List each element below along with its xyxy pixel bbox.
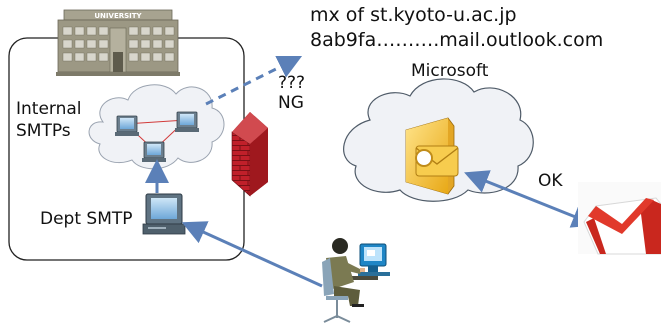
ok-label: OK [538,171,563,191]
internal-cloud [88,84,225,170]
gmail-icon [578,182,661,255]
internal-server-icon [115,115,139,136]
outlook-gmail-arrow [464,170,597,228]
internal-server-icon [142,141,166,162]
internal-server-icon [175,111,199,132]
internal-label-line2: SMTPs [16,121,71,141]
user-computer-icon [322,238,390,323]
outlook-icon [405,117,459,195]
university-sign: UNIVERSITY [94,12,142,20]
internal-label-line1: Internal [16,99,82,119]
firewall-icon [231,112,268,197]
dept-smtp-server-icon [142,193,186,235]
mx-line-2: 8ab9fa……….mail.outlook.com [310,29,604,51]
user-to-dept-arrow [181,221,323,288]
mx-line-1: mx of st.kyoto-u.ac.jp [310,4,517,26]
dept-smtp-label: Dept SMTP [40,209,133,229]
microsoft-label: Microsoft [411,61,489,81]
unknown-label: ??? [278,73,306,93]
ng-label: NG [278,93,304,113]
outbound-dashed-arrow [205,55,303,106]
university-building-icon [56,9,180,76]
